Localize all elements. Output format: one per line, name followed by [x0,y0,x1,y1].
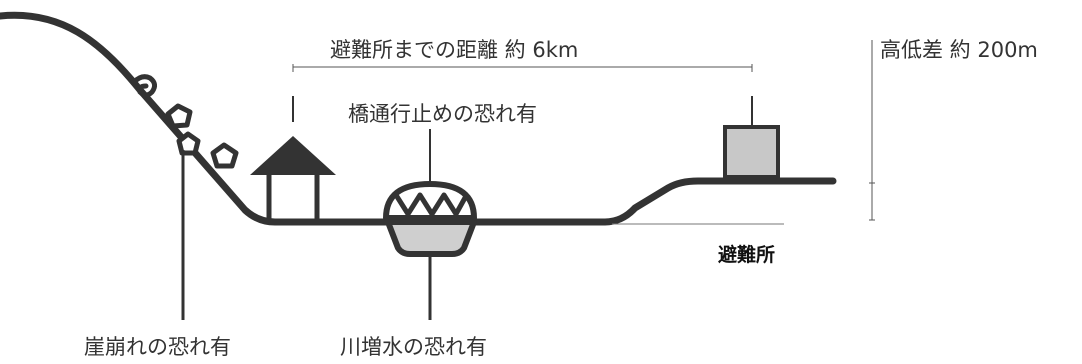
river-icon [385,219,477,257]
bridge-truss-icon [393,192,469,217]
distance-label: 避難所までの距離 約 6km [330,38,578,62]
shelter-building-icon [723,125,780,179]
shelter-label: 避難所 [718,243,775,266]
flood-risk-label: 川増水の恐れ有 [340,335,487,359]
elevation-label: 高低差 約 200m [880,38,1038,62]
bridge-risk-label: 橋通行止めの恐れ有 [348,102,537,126]
landslide-risk-label: 崖崩れの恐れ有 [84,335,231,359]
rock-swirl-icon [131,74,158,98]
rock-icon [176,131,201,156]
rock-icon [210,142,239,169]
rock-icon [165,103,193,129]
house-roof-icon [250,136,336,175]
